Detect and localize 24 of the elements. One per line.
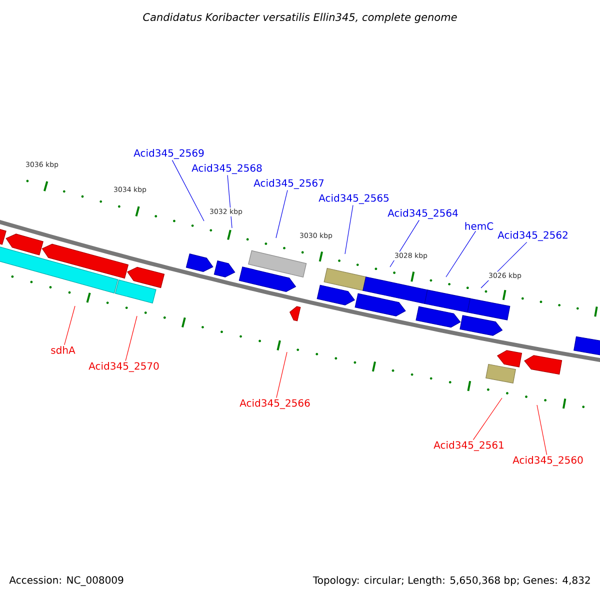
gene-label: sdhA [51, 346, 76, 354]
gene-label: Acid345_2560 [512, 456, 583, 466]
leader-line [125, 316, 138, 362]
gene-label: Acid345_2564 [388, 209, 458, 219]
gene-label: Acid345_2569 [134, 149, 204, 159]
leader-line [344, 204, 354, 254]
title: Candidatus Koribacter versatilis Ellin345, complete genome [143, 12, 457, 24]
gene-label: Acid345_2570 [88, 362, 159, 372]
accession-text: Accession: NC_008009 [9, 576, 124, 586]
gene-label: Acid345_2568 [192, 164, 262, 174]
gene-label: Acid345_2562 [498, 231, 568, 241]
gene-label: Acid345_2566 [240, 399, 310, 409]
gene-label: Acid345_2561 [434, 441, 504, 451]
gene-label: Acid345_2565 [318, 194, 389, 204]
leader-line [172, 160, 204, 222]
gene-label: hemC [465, 222, 494, 230]
genome-info-text: Topology: circular; Length: 5,650,368 bp; Genes: 4,832 [312, 576, 590, 586]
leader-line [446, 230, 476, 278]
gene-label: Acid345_2567 [254, 179, 324, 189]
leader-line [536, 404, 548, 456]
leader-line [276, 352, 288, 398]
leader-line [276, 190, 288, 238]
leader-line [472, 398, 502, 440]
leader-line [64, 306, 76, 346]
